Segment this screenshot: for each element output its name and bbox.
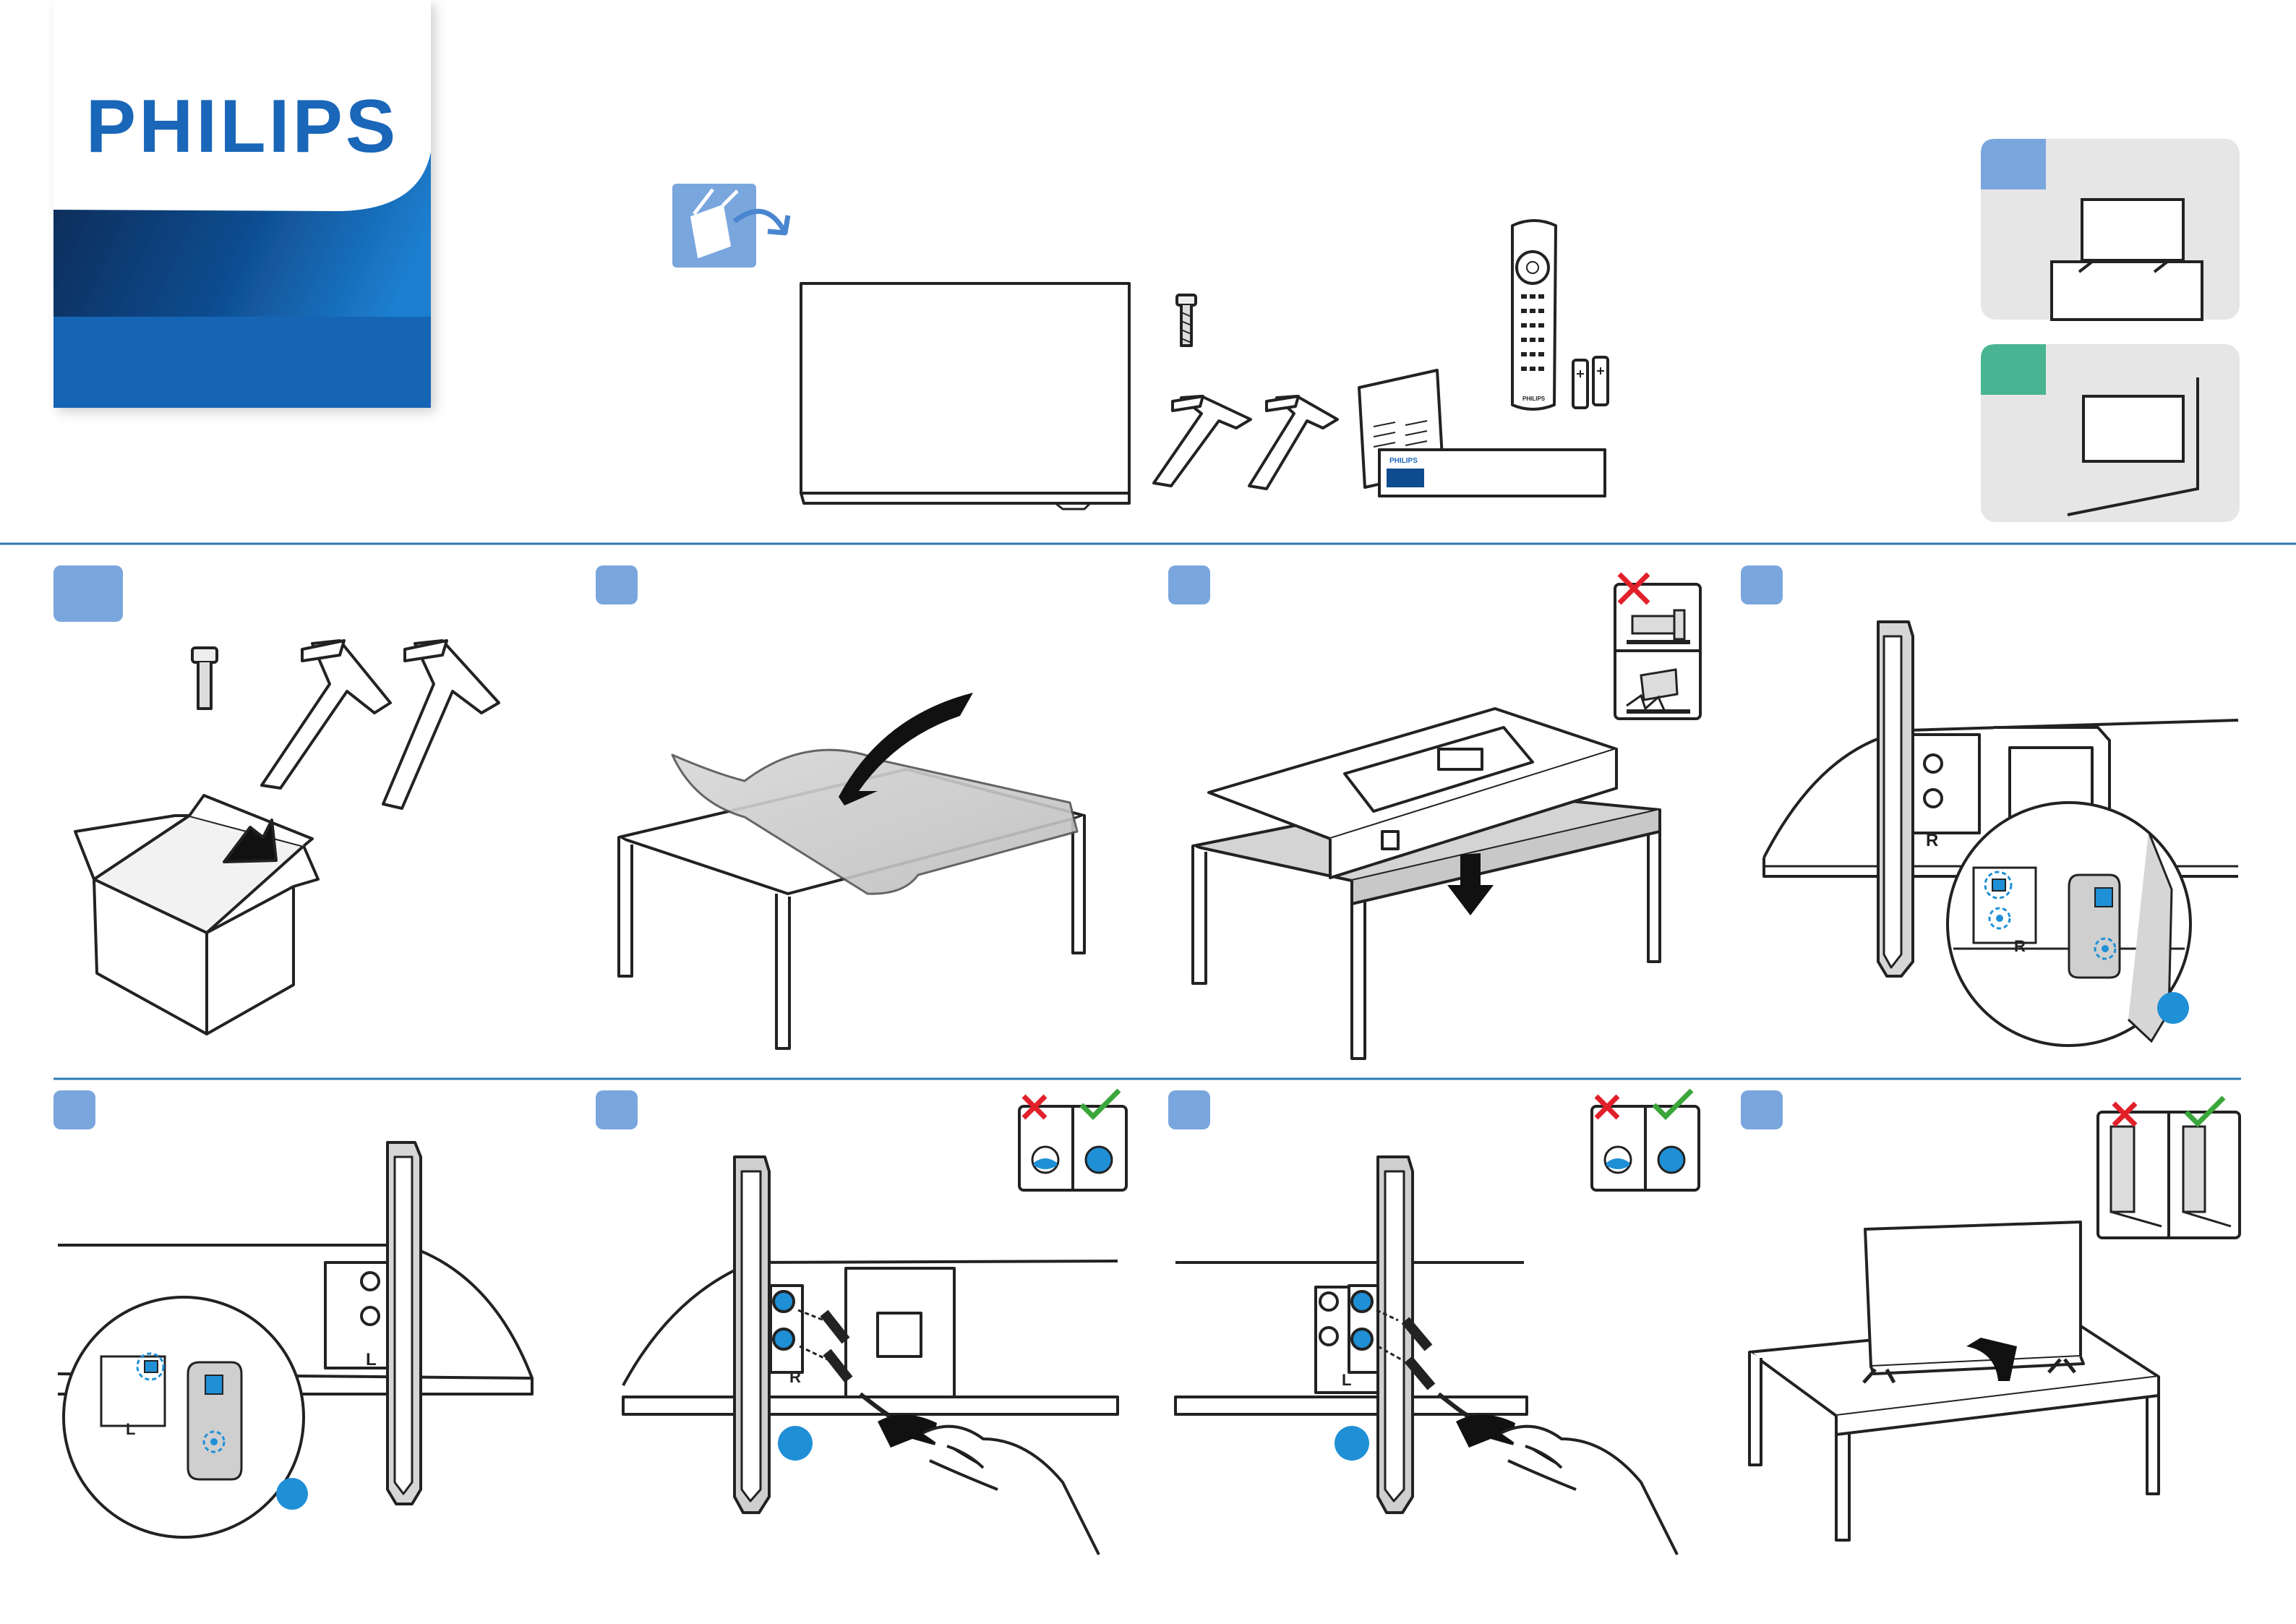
contents-illustration <box>672 184 1608 509</box>
remote-control <box>1512 221 1556 409</box>
open-box-icon <box>672 184 788 268</box>
step-1-badge <box>53 565 123 622</box>
philips-logo-block <box>53 0 431 408</box>
step-5-zoom-detail <box>64 1297 308 1537</box>
step-7-badge <box>1168 1090 1210 1129</box>
step-4-label: R <box>1926 831 1938 850</box>
blue-dot-marker <box>276 1478 308 1510</box>
stand-legs <box>1154 396 1337 489</box>
step-2-badge <box>596 565 638 604</box>
remote-logo-text: PHILIPS <box>1522 396 1546 402</box>
step-1-unpack-stand <box>75 641 499 1034</box>
step-5-zoom-label: L <box>126 1420 135 1438</box>
blue-dot-marker <box>1335 1426 1369 1461</box>
step-6-check-panel <box>1019 1090 1126 1190</box>
step-7-screw-left-leg <box>1175 1157 1677 1555</box>
step-8-check-panel <box>2098 1098 2240 1238</box>
tv-screen <box>801 283 1129 509</box>
option-table-stand <box>1981 139 2240 320</box>
step-3-badge <box>1168 565 1210 604</box>
step-5-label: L <box>366 1350 377 1369</box>
step-6-label: R <box>789 1368 801 1386</box>
philips-logo-text: PHILIPS <box>86 85 399 168</box>
manual-logo-text: PHILIPS <box>1389 457 1418 465</box>
step-7-check-panel <box>1592 1090 1699 1190</box>
step-8-badge <box>1741 1090 1783 1129</box>
step-7-label: L <box>1342 1371 1351 1389</box>
step-5-badge <box>53 1090 95 1129</box>
step-8-stand-tv-upright <box>1749 1222 2159 1540</box>
screw <box>1177 295 1196 346</box>
step-3-warning-panel <box>1615 574 1700 719</box>
batteries <box>1573 357 1608 408</box>
option-wall-mount <box>1981 344 2240 522</box>
blue-dot-marker <box>778 1426 813 1461</box>
blue-dot-marker <box>2157 992 2189 1024</box>
manual <box>1359 370 1605 496</box>
step-4-zoom-label: R <box>2014 937 2026 955</box>
step-6-screw-right-leg <box>623 1157 1118 1555</box>
step-4-zoom-detail <box>1948 803 2190 1046</box>
step-4-badge <box>1741 565 1783 604</box>
step-2-protective-sheet <box>619 693 1084 1048</box>
step-3-lay-tv-face-down <box>1193 709 1660 1059</box>
step-6-badge <box>596 1090 638 1129</box>
